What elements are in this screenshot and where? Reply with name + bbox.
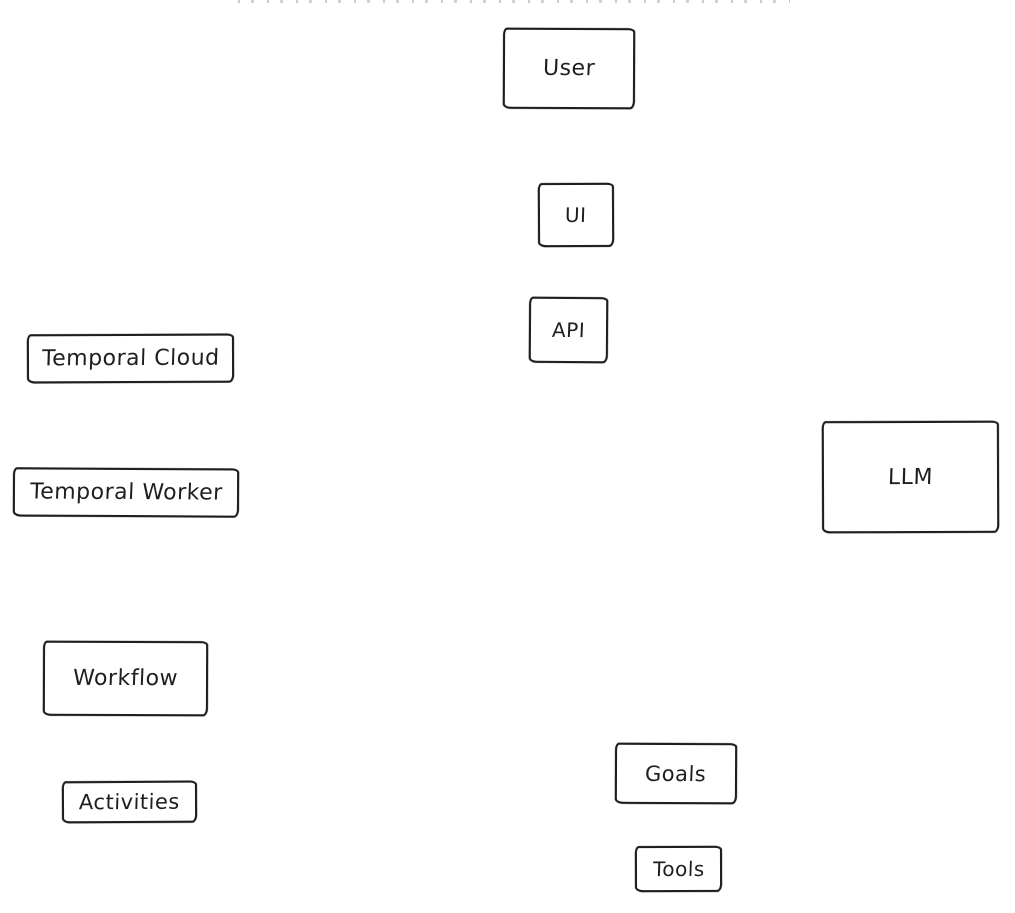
node-workflow-label: Workflow bbox=[72, 665, 179, 692]
node-user-label: User bbox=[542, 55, 596, 82]
node-goals[interactable]: Goals bbox=[614, 742, 738, 805]
node-tools[interactable]: Tools bbox=[634, 845, 723, 893]
node-workflow[interactable]: Workflow bbox=[42, 640, 209, 717]
node-llm-label: LLM bbox=[887, 464, 934, 490]
node-api-label: API bbox=[551, 317, 586, 343]
node-goals-label: Goals bbox=[644, 761, 708, 786]
node-tools-label: Tools bbox=[652, 856, 705, 882]
node-temporal-cloud[interactable]: Temporal Cloud bbox=[26, 333, 235, 384]
cropped-text-fragments bbox=[238, 0, 790, 3]
node-user[interactable]: User bbox=[502, 27, 636, 110]
node-activities[interactable]: Activities bbox=[61, 780, 198, 824]
node-temporal-worker-label: Temporal Worker bbox=[29, 479, 223, 506]
node-activities-label: Activities bbox=[78, 789, 181, 815]
node-ui-label: UI bbox=[564, 202, 588, 228]
node-ui[interactable]: UI bbox=[537, 182, 615, 248]
node-temporal-cloud-label: Temporal Cloud bbox=[41, 345, 220, 372]
node-api[interactable]: API bbox=[528, 296, 609, 364]
node-llm[interactable]: LLM bbox=[821, 420, 1000, 534]
node-temporal-worker[interactable]: Temporal Worker bbox=[12, 467, 240, 518]
